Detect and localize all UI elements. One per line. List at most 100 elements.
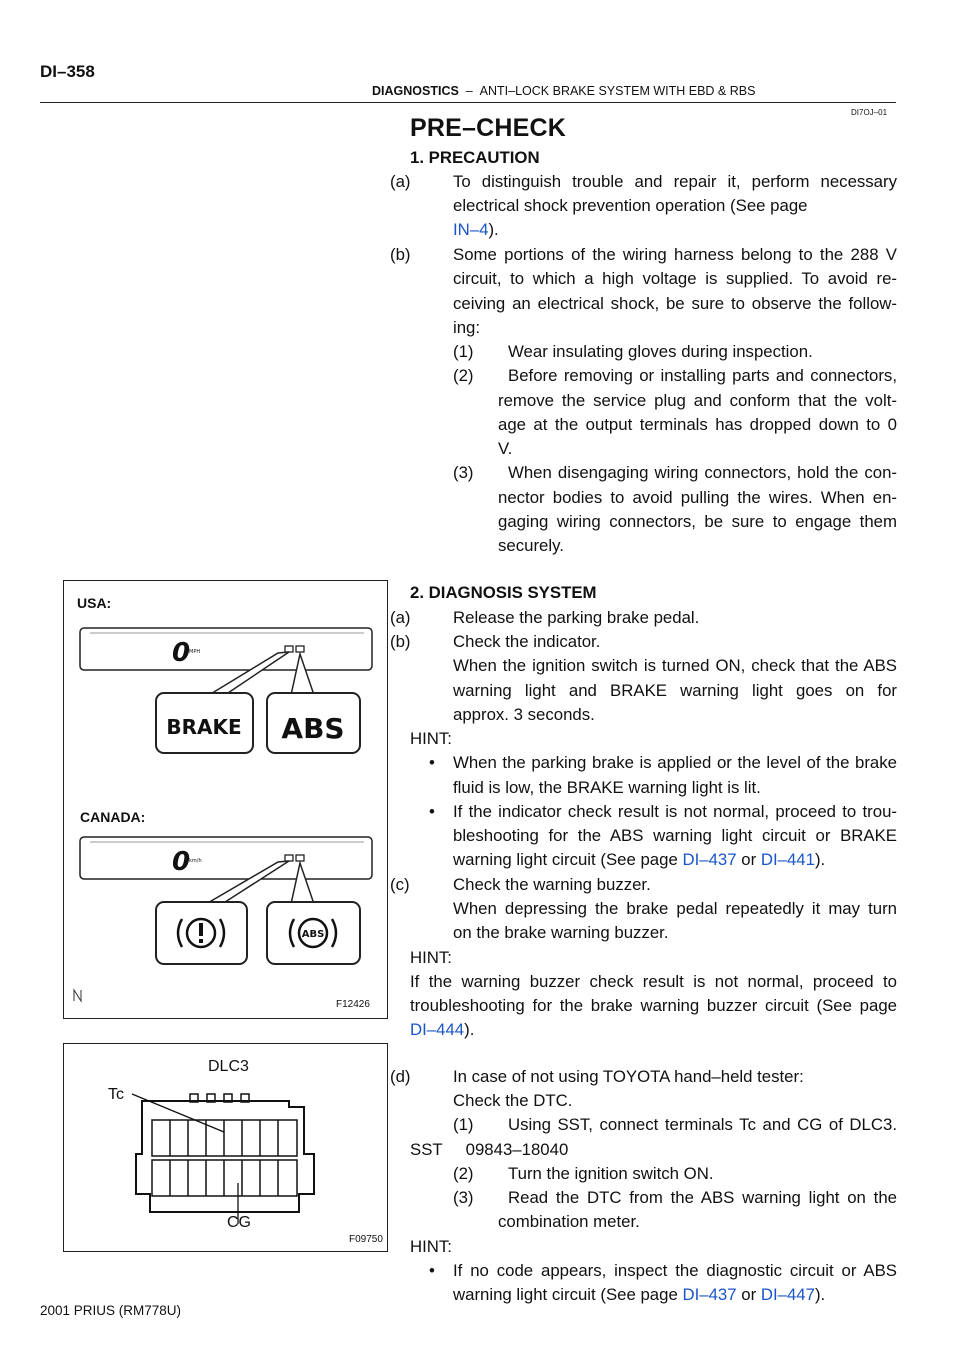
step-b-line2: circuit, to which a high voltage is supp…: [453, 269, 897, 288]
bullet-2-line2: bleshooting for the ABS warning light ci…: [453, 826, 897, 845]
hint-1-label: HINT:: [410, 729, 452, 748]
substep-2-line4: V.: [498, 439, 513, 458]
cg-terminal-label: CG: [227, 1214, 251, 1231]
bullet-2-close: ).: [814, 850, 826, 869]
substep-2-line3: age at the output terminals has dropped …: [498, 415, 897, 434]
svg-text:0: 0: [172, 847, 190, 877]
s2-step-a-text: Release the parking brake pedal.: [453, 608, 700, 627]
bullet-2-pre: warning light circuit (See page: [453, 850, 683, 869]
sst-number: SST 09843–18040: [410, 1140, 569, 1159]
substep-3-line1: When disengaging wiring connectors, hold…: [508, 463, 897, 482]
step-a-line3: IN–4).: [453, 218, 499, 243]
step-b-line3: ceiving an electrical shock, be sure to …: [453, 294, 897, 313]
s2-step-c-line3: on the brake warning buzzer.: [453, 923, 669, 942]
substep-2-label: (2): [453, 366, 474, 385]
link-di-444[interactable]: DI–444: [410, 1020, 465, 1039]
d-substep-3-line1: Read the DTC from the ABS warning light …: [508, 1188, 897, 1207]
d-substep-1-label: (1): [453, 1115, 474, 1134]
bullet-2-line3: warning light circuit (See page DI–437 o…: [453, 848, 825, 873]
s2-step-c-line2: When depressing the brake pedal repeated…: [453, 899, 897, 918]
hint-2-label: HINT:: [410, 948, 452, 967]
header-section: DIAGNOSTICS: [372, 84, 459, 98]
substep-3-line4: securely.: [498, 536, 564, 555]
substep-1-text: Wear insulating gloves during inspection…: [508, 342, 813, 361]
s2-step-c-label: (c): [390, 875, 410, 894]
substep-3-line3: gaging wiring connectors, be sure to eng…: [498, 512, 897, 531]
brake-light-text: BRAKE: [166, 715, 241, 739]
hint-2-line3: DI–444).: [410, 1018, 474, 1043]
step-b-label: (b): [390, 245, 411, 264]
figure-2-code: F09750: [349, 1234, 383, 1245]
running-header: DIAGNOSTICS – ANTI–LOCK BRAKE SYSTEM WIT…: [372, 84, 755, 98]
dlc3-label: DLC3: [208, 1058, 249, 1075]
d-substep-3-label: (3): [453, 1188, 474, 1207]
bullet-dot-1: •: [429, 753, 435, 772]
figure-warning-lights: 0 MPH BRAKE ABS 0 km/h ABS USA:: [63, 580, 388, 1019]
svg-text:MPH: MPH: [189, 649, 200, 655]
substep-1-label: (1): [453, 342, 474, 361]
d-substep-3-line2: combination meter.: [498, 1212, 640, 1231]
s2-step-d-label: (d): [390, 1067, 411, 1086]
bullet-2-or: or: [736, 850, 761, 869]
header-dash: –: [465, 84, 473, 98]
figure-1-code: F12426: [336, 999, 370, 1010]
d-substep-2-label: (2): [453, 1164, 474, 1183]
s2-step-b-line3: warning light and BRAKE warning light go…: [453, 681, 897, 700]
bullet-dot-2: •: [429, 802, 435, 821]
d-substep-1-text: Using SST, connect terminals Tc and CG o…: [508, 1115, 897, 1134]
link-di-437-b[interactable]: DI–437: [682, 1285, 737, 1304]
header-rule: [40, 102, 896, 103]
substep-3-label: (3): [453, 463, 474, 482]
doc-id: DI7OJ–01: [851, 108, 888, 117]
s2-step-a-label: (a): [390, 608, 411, 627]
s2-step-b-line2: When the ignition switch is turned ON, c…: [453, 656, 897, 675]
substep-2-line2: remove the service plug and conform that…: [498, 391, 897, 410]
s2-step-d-line2: Check the DTC.: [453, 1091, 573, 1110]
substep-3-line2: nector bodies to avoid pulling the wires…: [498, 488, 897, 507]
hint-3-label: HINT:: [410, 1237, 452, 1256]
bullet-3-or: or: [736, 1285, 761, 1304]
warning-lights-illustration: 0 MPH BRAKE ABS 0 km/h ABS: [73, 627, 373, 1003]
usa-label: USA:: [77, 595, 112, 611]
abs-light-text: ABS: [281, 712, 344, 745]
bullet-2-line1: If the indicator check result is not nor…: [453, 802, 897, 821]
s2-step-d-line1: In case of not using TOYOTA hand–held te…: [453, 1067, 804, 1086]
substep-2-line1: Before removing or installing parts and …: [508, 366, 897, 385]
s2-step-b-line4: approx. 3 seconds.: [453, 705, 595, 724]
section-2-heading: 2. DIAGNOSIS SYSTEM: [410, 583, 597, 602]
hint-2-line1: If the warning buzzer check result is no…: [410, 972, 897, 991]
link-di-437-a[interactable]: DI–437: [682, 850, 737, 869]
step-b-line4: ing:: [453, 318, 481, 337]
bullet-1-line2: fluid is low, the BRAKE warning light is…: [453, 778, 761, 797]
step-b-line1: Some portions of the wiring harness belo…: [453, 245, 897, 264]
svg-text:km/h: km/h: [189, 858, 202, 864]
link-di-441[interactable]: DI–441: [760, 850, 815, 869]
canada-label: CANADA:: [80, 809, 146, 825]
section-1-heading: 1. PRECAUTION: [410, 148, 540, 167]
step-a-line1: To distinguish trouble and repair it, pe…: [453, 172, 897, 191]
abs-symbol-text: ABS: [302, 929, 325, 940]
footer-model: 2001 PRIUS (RM778U): [40, 1303, 182, 1318]
d-substep-2-text: Turn the ignition switch ON.: [508, 1164, 714, 1183]
step-a-line2: electrical shock prevention operation (S…: [453, 196, 808, 215]
s2-step-c-line1: Check the warning buzzer.: [453, 875, 651, 894]
tc-terminal-label: Tc: [108, 1086, 124, 1103]
link-di-447[interactable]: DI–447: [760, 1285, 815, 1304]
s2-step-b-line1: Check the indicator.: [453, 632, 601, 651]
header-subtitle: ANTI–LOCK BRAKE SYSTEM WITH EBD & RBS: [479, 84, 756, 98]
figure-dlc3: DLC3 Tc CG F09750: [63, 1043, 388, 1252]
step-a-label: (a): [390, 172, 411, 191]
link-in-4[interactable]: IN–4: [453, 220, 489, 239]
bullet-3-line2: warning light circuit (See page DI–437 o…: [453, 1283, 825, 1308]
svg-text:0: 0: [172, 638, 190, 668]
s2-step-b-label: (b): [390, 632, 411, 651]
dlc3-connector-illustration: [131, 1093, 315, 1224]
bullet-dot-3: •: [429, 1261, 435, 1280]
bullet-3-line1: If no code appears, inspect the diagnost…: [453, 1261, 897, 1280]
bullet-3-pre: warning light circuit (See page: [453, 1285, 683, 1304]
hint-2-close: ).: [464, 1020, 475, 1039]
page-number: DI–358: [40, 62, 95, 81]
hint-2-line2: troubleshooting for the brake warning bu…: [410, 996, 897, 1015]
step-a-close: ).: [488, 220, 499, 239]
bullet-1-line1: When the parking brake is applied or the…: [453, 753, 897, 772]
